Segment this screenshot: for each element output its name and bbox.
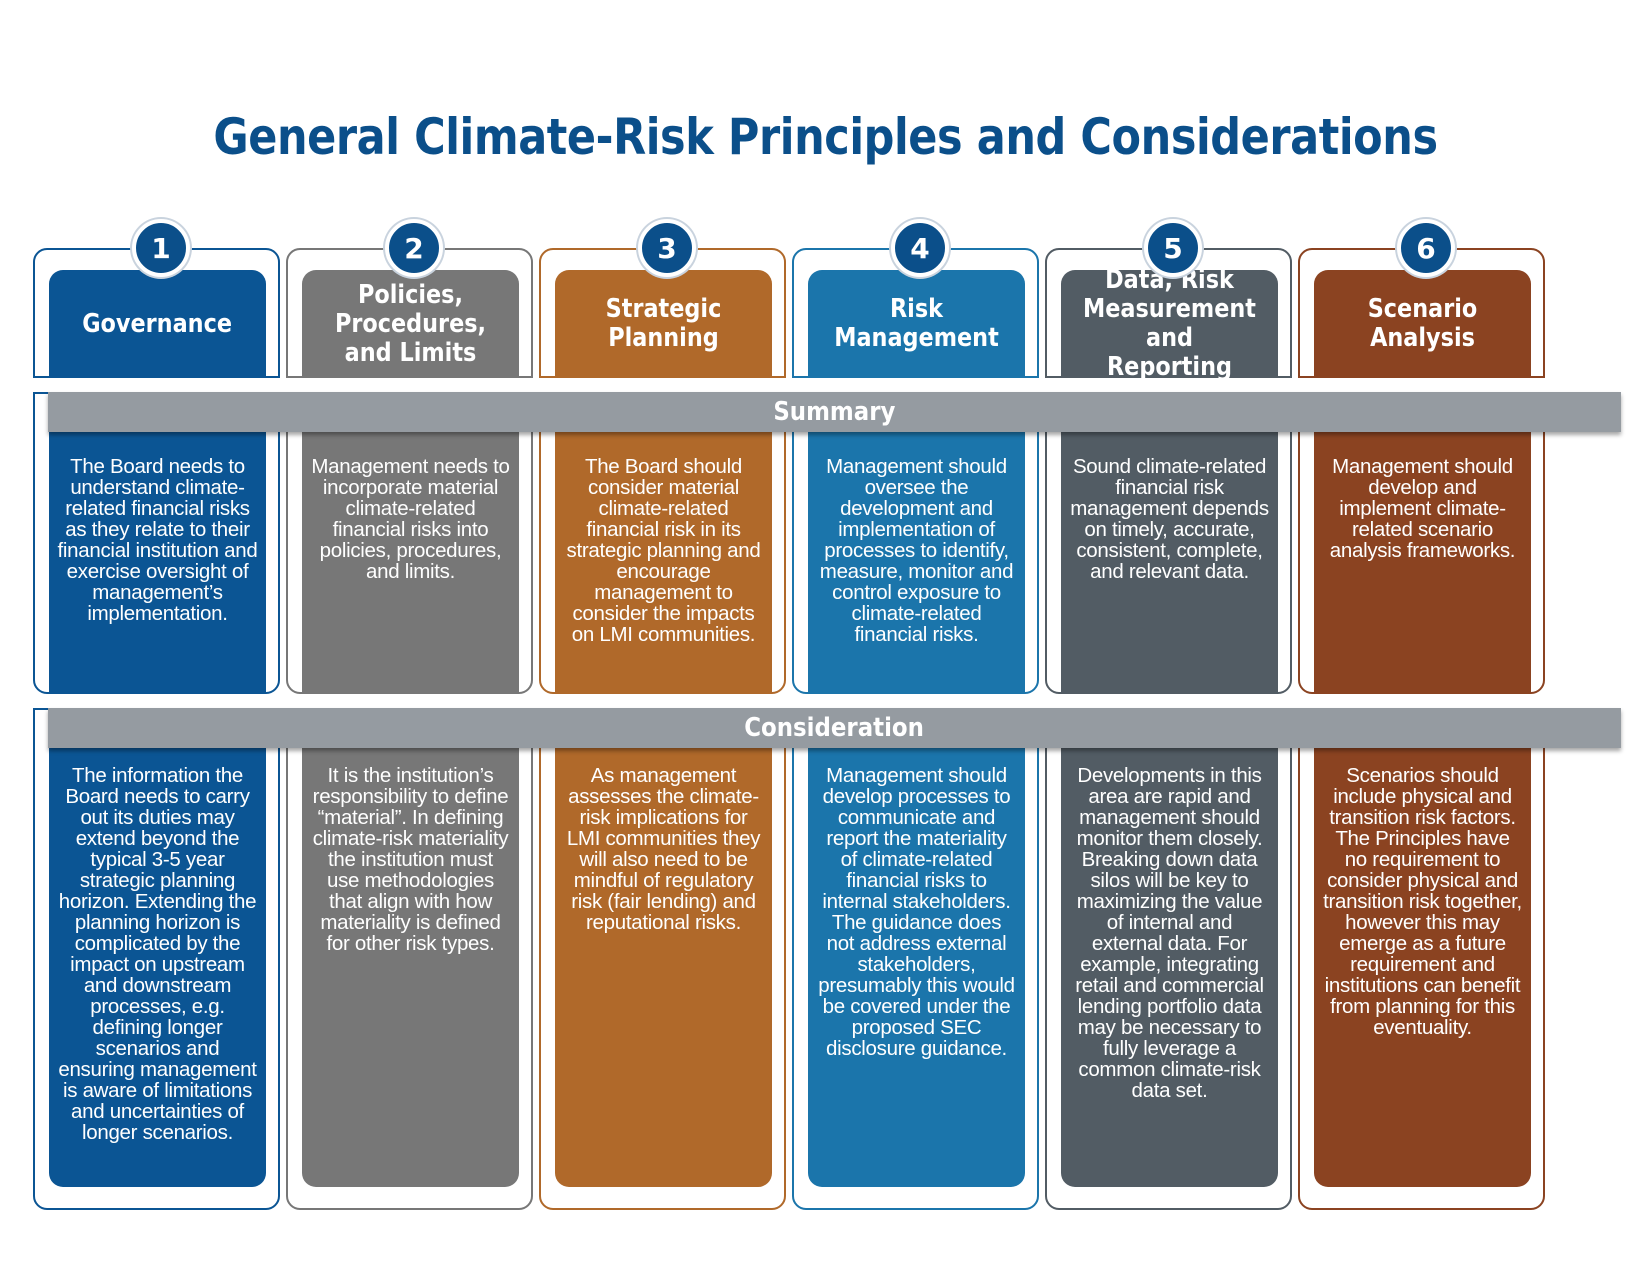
consideration-text: Developments in this area are rapid and …: [1075, 764, 1264, 1102]
summary-text: Management should oversee the developmen…: [819, 455, 1014, 646]
column-heading-panel: Scenario Analysis: [1314, 270, 1531, 378]
summary-text: Management should develop and implement …: [1329, 455, 1516, 562]
summary-panel: Management needs to incorporate material…: [302, 392, 519, 694]
summary-panel: Management should oversee the developmen…: [808, 392, 1025, 694]
step-number-badge: 5: [1144, 219, 1202, 277]
summary-text: The Board needs to understand climate-re…: [57, 455, 258, 625]
column-heading: Governance: [82, 308, 233, 339]
column-data-risk-measurement: Data, Risk Measurement and Reporting Sou…: [1045, 0, 1296, 1275]
step-number-badge: 2: [385, 219, 443, 277]
column-heading-panel: Risk Management: [808, 270, 1025, 378]
consideration-panel: It is the institution’s responsibility t…: [302, 708, 519, 1187]
step-number-badge: 1: [132, 219, 190, 277]
step-number-badge: 3: [638, 219, 696, 277]
column-heading-panel: Data, Risk Measurement and Reporting: [1061, 266, 1278, 382]
consideration-text: It is the institution’s responsibility t…: [312, 764, 509, 955]
consideration-panel: Developments in this area are rapid and …: [1061, 708, 1278, 1187]
summary-text: Management needs to incorporate material…: [311, 455, 510, 583]
consideration-panel: Scenarios should include physical and tr…: [1314, 708, 1531, 1187]
consideration-text: Management should develop processes to c…: [818, 764, 1015, 1060]
column-heading: Policies, Procedures, and Limits: [334, 279, 487, 368]
summary-panel: The Board should consider material clima…: [555, 392, 772, 694]
summary-label: Summary: [773, 397, 896, 427]
column-scenario-analysis: Scenario Analysis Management should deve…: [1298, 0, 1549, 1275]
column-heading: Scenario Analysis: [1367, 294, 1478, 353]
consideration-text: Scenarios should include physical and tr…: [1323, 764, 1522, 1039]
summary-text: Sound climate-related financial risk man…: [1070, 455, 1269, 583]
consideration-section-bar: Consideration: [48, 708, 1621, 748]
consideration-panel: Management should develop processes to c…: [808, 708, 1025, 1187]
consideration-text: The information the Board needs to carry…: [58, 764, 257, 1144]
column-heading: Risk Management: [834, 294, 999, 353]
step-number-badge: 6: [1397, 219, 1455, 277]
column-strategic-planning: Strategic Planning The Board should cons…: [539, 0, 790, 1275]
column-heading-panel: Policies, Procedures, and Limits: [302, 270, 519, 378]
summary-section-bar: Summary: [48, 392, 1621, 432]
consideration-label: Consideration: [744, 713, 925, 743]
column-policies: Policies, Procedures, and Limits Managem…: [286, 0, 537, 1275]
column-governance: Governance The Board needs to understand…: [33, 0, 284, 1275]
consideration-panel: As management assesses the climate-risk …: [555, 708, 772, 1187]
consideration-panel: The information the Board needs to carry…: [49, 708, 266, 1187]
summary-text: The Board should consider material clima…: [566, 455, 761, 646]
column-heading: Data, Risk Measurement and Reporting: [1082, 265, 1256, 382]
page-title: General Climate-Risk Principles and Cons…: [213, 108, 1438, 166]
column-heading: Strategic Planning: [605, 294, 722, 353]
summary-panel: Management should develop and implement …: [1314, 392, 1531, 694]
summary-panel: Sound climate-related financial risk man…: [1061, 392, 1278, 694]
column-risk-management: Risk Management Management should overse…: [792, 0, 1043, 1275]
column-heading-panel: Strategic Planning: [555, 270, 772, 378]
step-number-badge: 4: [891, 219, 949, 277]
summary-panel: The Board needs to understand climate-re…: [49, 392, 266, 694]
column-heading-panel: Governance: [49, 270, 266, 378]
consideration-text: As management assesses the climate-risk …: [566, 764, 761, 934]
